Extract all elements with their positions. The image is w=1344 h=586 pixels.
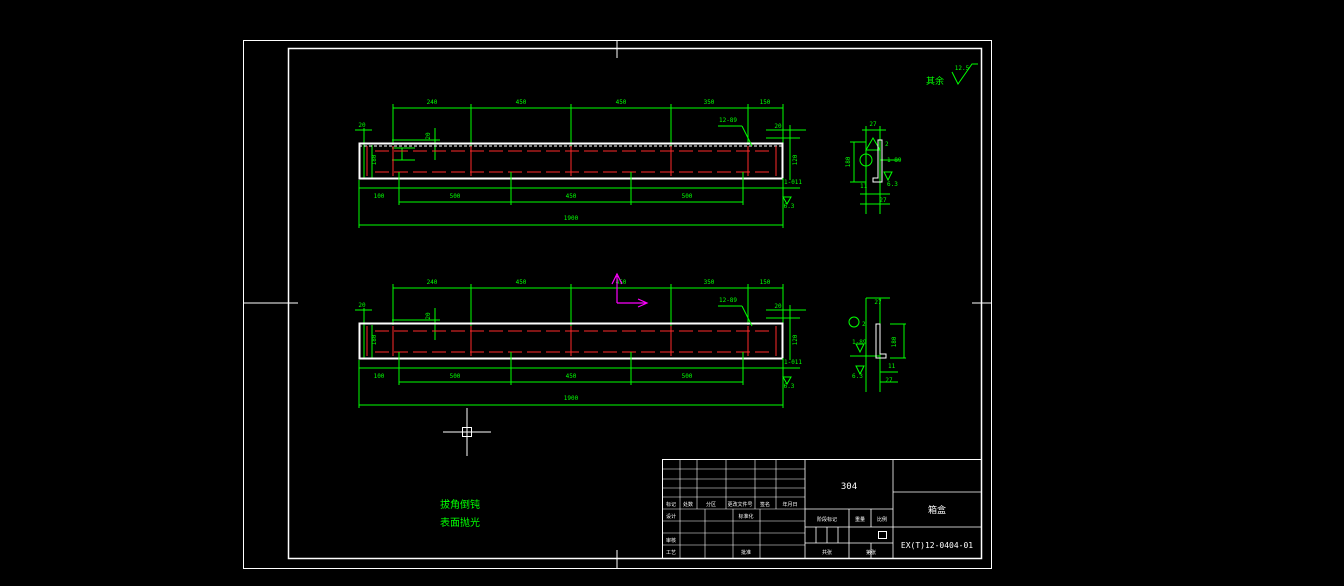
dim-text: 2 [862,321,866,328]
dim-text: 2 [885,141,889,148]
front-view-top: 240 450 450 350 150 20 20 180 [355,99,806,228]
box-outline [358,322,784,360]
svg-text:设计: 设计 [666,513,676,520]
roughness-symbol [951,63,978,85]
dim-text: 150 [760,279,771,286]
dim-text: 100 [374,193,385,200]
dim-text: 180 [845,156,852,167]
dim-text: 500 [682,193,693,200]
title-block: 304 箱盒 EX(T)12-0404-01 标记 处数 分区 更改文件号 签名… [662,459,982,559]
dim-text: 20 [358,302,366,309]
centering-marks [243,40,992,568]
dim-text: 100 [374,373,385,380]
roughness-symbol [782,376,792,386]
svg-text:批准: 批准 [741,549,751,556]
roughness-value: 6.3 [784,383,795,390]
dim-text: 450 [616,99,627,106]
dim-text: 150 [760,99,771,106]
weld-callout: 1-89 [887,157,902,164]
dim-text: 11 [860,183,868,190]
svg-text:标记: 标记 [666,501,676,508]
svg-text:签名: 签名 [760,501,770,508]
svg-text:审核: 审核 [666,537,676,544]
overall-dim: 1900 [564,395,579,402]
svg-text:处数: 处数 [683,501,693,508]
ucs-icon [611,272,649,308]
part-name: 箱盒 [928,504,946,516]
svg-text:更改文件号: 更改文件号 [727,501,752,508]
roughness-value: 6.3 [887,181,898,188]
dim-text: 450 [516,279,527,286]
dim-text: 240 [427,279,438,286]
dim-text: 180 [371,154,378,165]
svg-text:共张: 共张 [822,549,832,556]
dim-text: 240 [427,99,438,106]
weld-callout: 1-011 [784,179,802,186]
overall-dim: 1900 [564,215,579,222]
tech-note: 拔角倒钝 [440,498,480,511]
roughness-value: 6.3 [852,373,863,380]
dim-text: 27 [874,299,882,306]
box-outline [358,142,784,180]
dim-text: 500 [682,373,693,380]
dim-text: 20 [774,123,782,130]
weld-callout: 1-89 [852,339,867,346]
dim-text: 20 [774,303,782,310]
svg-text:阶段标记: 阶段标记 [817,516,837,523]
dim-text: 350 [704,99,715,106]
weld-callout: 12-89 [719,117,737,124]
svg-text:分区: 分区 [706,501,716,508]
dim-text: 120 [792,334,799,345]
hidden-lines [366,326,777,356]
dim-text: 20 [358,122,366,129]
dim-text: 500 [450,373,461,380]
dim-text: 20 [425,312,432,320]
roughness-note: 其余 12.5 [926,63,978,87]
dim-text: 11 [888,363,896,370]
dim-text: 450 [516,99,527,106]
dim-text: 180 [371,334,378,345]
hidden-lines [366,146,777,176]
svg-text:比例: 比例 [877,516,887,523]
dim-text: 500 [450,193,461,200]
dim-text: 450 [566,373,577,380]
dim-text: 20 [425,132,432,140]
dim-text: 450 [566,193,577,200]
weld-callout: 12-89 [719,297,737,304]
dim-text: 120 [792,154,799,165]
dim-text: 27 [879,197,887,204]
dim-chain-top [392,104,784,170]
section-view-bottom: 27 2 180 1-89 11 6.3 27 [848,297,906,392]
dim-text: 350 [704,279,715,286]
weld-callout: 1-011 [784,359,802,366]
section-view-top: 27 2 180 1-89 11 6.3 27 [845,121,902,214]
svg-text:第张: 第张 [866,549,876,556]
svg-text:重量: 重量 [855,516,865,523]
roughness-value: 6.3 [784,203,795,210]
material: 304 [841,482,857,492]
drawing-number: EX(T)12-0404-01 [901,541,973,550]
front-view-bottom: 240 450 450 350 150 20 20 180 [355,279,806,408]
svg-text:年月日: 年月日 [782,501,797,508]
roughness-symbol [782,196,792,206]
dim-text: 27 [885,377,893,384]
roughness-note-label: 其余 [926,75,944,87]
dim-text: 180 [891,336,898,347]
roughness-value: 12.5 [955,65,970,72]
crosshair-cursor [443,408,491,456]
svg-text:标准化: 标准化 [738,513,753,520]
tech-note: 表面抛光 [440,516,480,529]
dim-text: 27 [869,121,877,128]
svg-text:工艺: 工艺 [666,550,676,556]
